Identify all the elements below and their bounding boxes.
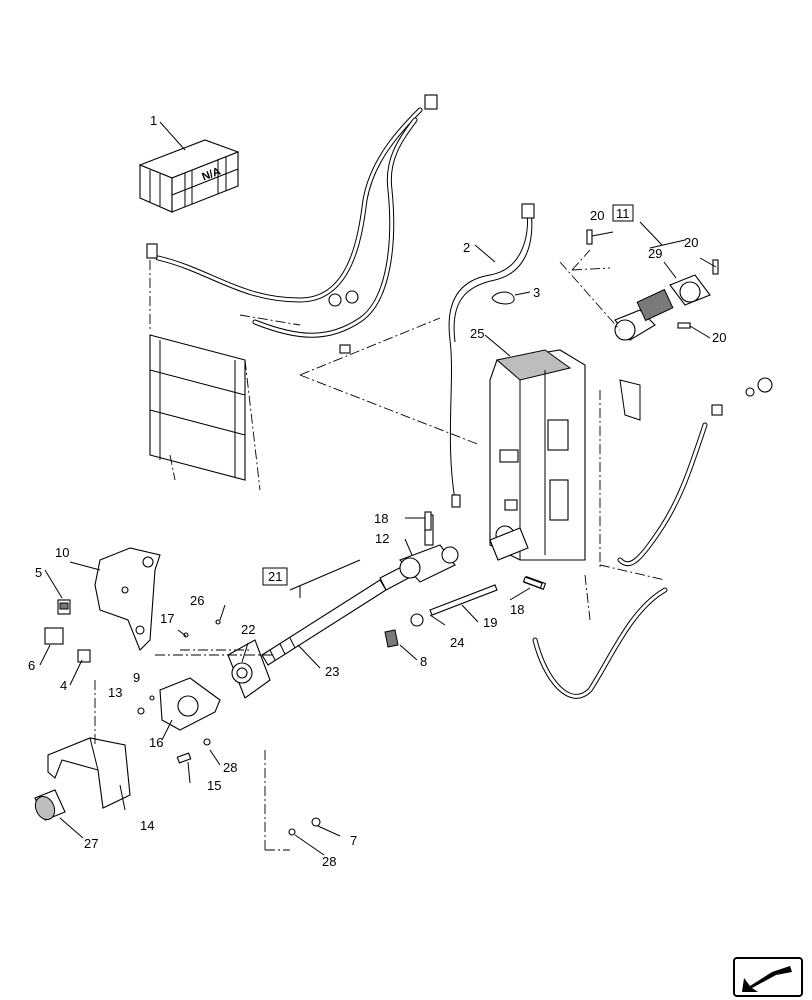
callout-20c: 20	[712, 330, 726, 345]
callout-25: 25	[470, 326, 484, 341]
callout-28a: 28	[223, 760, 237, 775]
fasteners	[137, 229, 719, 836]
callout-9: 9	[133, 670, 140, 685]
callout-23: 23	[325, 664, 339, 679]
callout-6: 6	[28, 658, 35, 673]
callout-18b: 18	[510, 602, 524, 617]
callout-2: 2	[463, 240, 470, 255]
decals	[44, 599, 91, 663]
transmission-housing	[489, 349, 586, 561]
right-hose	[532, 377, 773, 699]
callout-1: 1	[150, 113, 157, 128]
callout-3: 3	[533, 285, 540, 300]
callout-20b: 20	[684, 235, 698, 250]
callout-19: 19	[483, 615, 497, 630]
callout-7: 7	[350, 833, 357, 848]
valve-frame	[149, 260, 481, 491]
callout-17: 17	[160, 611, 174, 626]
hydraulic-hoses	[146, 94, 438, 338]
callout-21: 21	[268, 569, 282, 584]
callout-29: 29	[648, 246, 662, 261]
kit-box: N/A	[138, 139, 240, 213]
callout-labels: 1 2 3 4 5 6 7 8 9 10 11 12 13 14 15 16 1…	[28, 113, 726, 869]
leader-lines	[39, 121, 717, 856]
callout-22: 22	[241, 622, 255, 637]
callout-box-21	[262, 567, 288, 586]
callout-20a: 20	[590, 208, 604, 223]
steering-valve	[227, 639, 271, 699]
callout-10: 10	[55, 545, 69, 560]
callout-28b: 28	[322, 854, 336, 869]
callout-12: 12	[375, 531, 389, 546]
steering-shaft	[261, 514, 547, 666]
drive-coupling	[614, 274, 711, 341]
shield-cover	[47, 737, 131, 809]
callout-24: 24	[450, 635, 464, 650]
callout-11: 11	[616, 206, 630, 221]
callout-27: 27	[84, 836, 98, 851]
callout-14: 14	[140, 818, 154, 833]
knob	[34, 789, 66, 821]
callout-4: 4	[60, 678, 67, 693]
callout-5: 5	[35, 565, 42, 580]
callout-15: 15	[207, 778, 221, 793]
callout-26: 26	[190, 593, 204, 608]
guide-lines	[94, 249, 621, 851]
mounting-bracket	[94, 547, 161, 651]
callout-8: 8	[420, 654, 427, 669]
callout-box-11	[612, 204, 634, 222]
callout-18a: 18	[374, 511, 388, 526]
callout-13: 13	[108, 685, 122, 700]
arrow-return-icon[interactable]	[733, 957, 803, 997]
callout-16: 16	[149, 735, 163, 750]
plate	[159, 677, 221, 731]
wiring-harness	[448, 203, 535, 508]
